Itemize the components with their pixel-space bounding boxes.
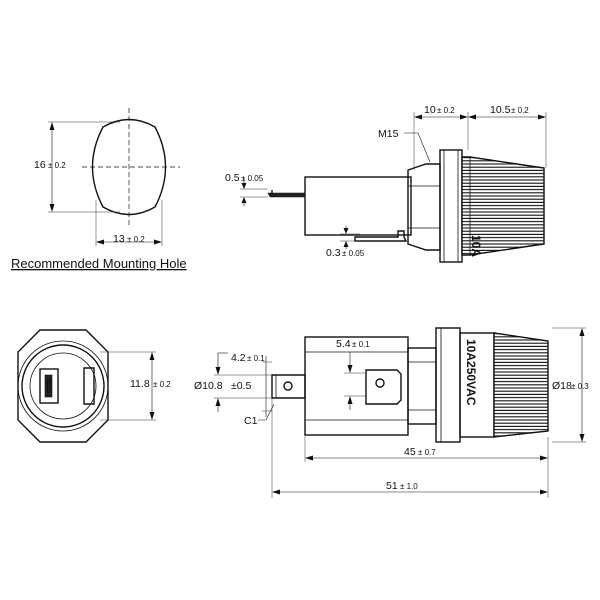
cap-dia-tol: ± 0.3 [571,382,589,391]
front-nut [407,347,437,425]
front-view [214,327,586,498]
terminal-width-tol: ± 0.1 [247,354,265,363]
side-terminal [365,369,402,405]
panel-flat-tol: ± 0.2 [153,380,171,389]
hole-height-tol: ± 0.2 [48,161,66,170]
panel-flat-value: 11.8 [130,378,150,390]
cap-dia-value: Ø18 [552,380,572,392]
side-cap [461,156,545,256]
front-flange [435,327,461,443]
nut-width-tol: ± 0.2 [437,106,455,115]
holder-length-tol: ± 0.7 [418,448,436,457]
terminal-thick-a-tol: ± 0.05 [241,174,264,183]
thread-label: M15 [378,128,399,140]
overall-length-value: 51 [386,480,398,492]
mounting-hole-outline [91,118,167,216]
holder-length-value: 45 [404,446,416,458]
hole-width-value: 13 [113,233,125,245]
end-view [17,329,156,443]
hole-height-value: 16 [34,159,46,171]
cap-length-tol: ± 0.2 [511,106,529,115]
front-cap [493,332,549,438]
end-view-outline [17,329,109,443]
terminal-width-value: 4.2 [231,352,246,364]
rear-terminal [271,374,306,399]
terminal-spacing-tol: ± 0.1 [352,340,370,349]
side-body [304,176,412,236]
overall-length-tol: ± 1.0 [400,482,418,491]
terminal-thick-b-tol: ± 0.05 [342,249,365,258]
side-rating-mark: 10A [469,235,483,257]
terminal-thick-a-value: 0.5 [225,172,240,184]
nut-width-value: 10 [424,104,436,116]
mounting-hole-caption: Recommended Mounting Hole [11,256,187,271]
side-flange [439,149,463,263]
front-rating-mark: 10A250VAC [464,339,478,406]
end-terminal-slot [39,368,59,404]
side-view [240,112,547,263]
hex-nut [407,163,441,251]
body-dia-tol: ±0.5 [231,380,252,392]
cap-length-value: 10.5 [490,104,511,116]
terminal-thick-b-value: 0.3 [326,247,341,259]
body-dia-value: Ø10.8 [194,380,223,392]
chamfer-label: C1 [244,415,258,427]
terminal-spacing-value: 5.4 [336,338,351,350]
mounting-hole-view [48,108,180,246]
hole-width-tol: ± 0.2 [127,235,145,244]
